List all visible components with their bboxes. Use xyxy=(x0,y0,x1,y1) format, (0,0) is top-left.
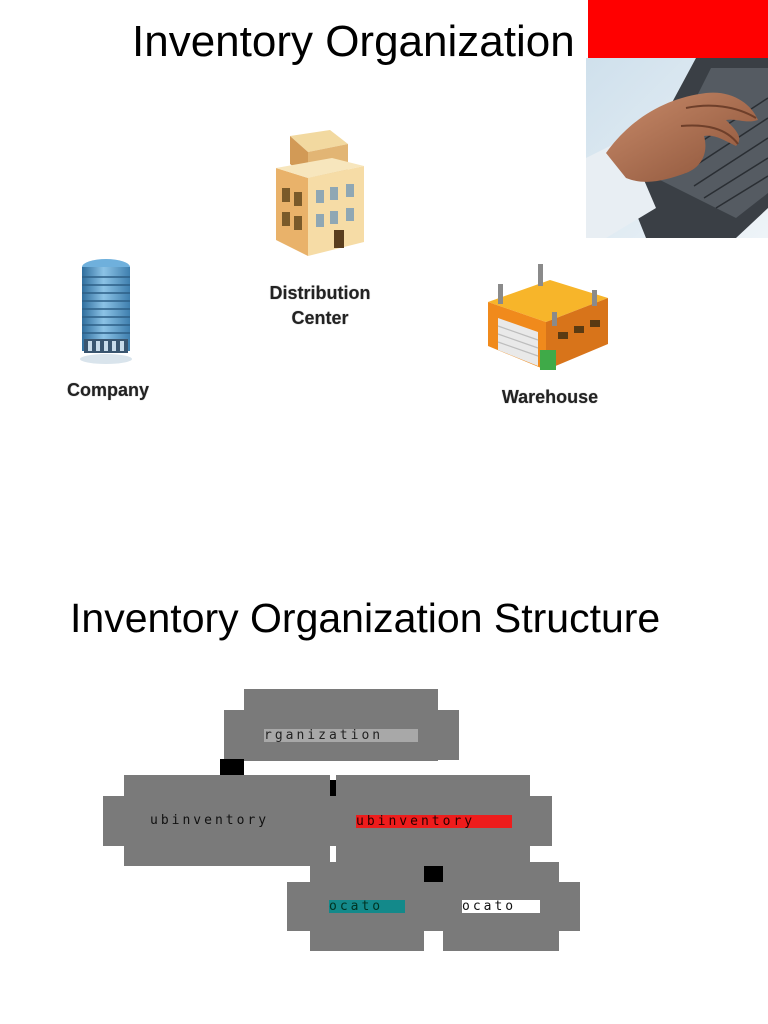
red-accent-bar xyxy=(588,0,768,58)
warehouse-label: Warehouse xyxy=(501,387,599,407)
laptop-typing-photo xyxy=(586,58,768,238)
slide-title: Inventory Organization xyxy=(132,17,575,66)
distribution-center-building-icon xyxy=(270,130,370,267)
warehouse-building-icon xyxy=(484,262,612,379)
locator-left-label: ocato xyxy=(329,900,405,913)
distribution-center-label-line2: Center xyxy=(291,308,349,328)
locator-right-label: ocato xyxy=(462,900,540,913)
subinventory-left-label: ubinventory xyxy=(150,814,270,828)
connector-node-left xyxy=(220,759,244,775)
company-label: Company xyxy=(66,380,149,400)
distribution-center-label-line1: Distribution xyxy=(269,283,371,303)
slide-title-structure: Inventory Organization Structure xyxy=(70,595,661,641)
organization-label: rganization xyxy=(264,729,418,742)
distribution-center-label: Distribution Center xyxy=(250,281,390,331)
subinventory-right-label: ubinventory xyxy=(356,815,512,828)
subinventory-left-box xyxy=(103,796,345,846)
connector-node-locator xyxy=(424,866,443,882)
company-building-icon xyxy=(78,255,134,372)
